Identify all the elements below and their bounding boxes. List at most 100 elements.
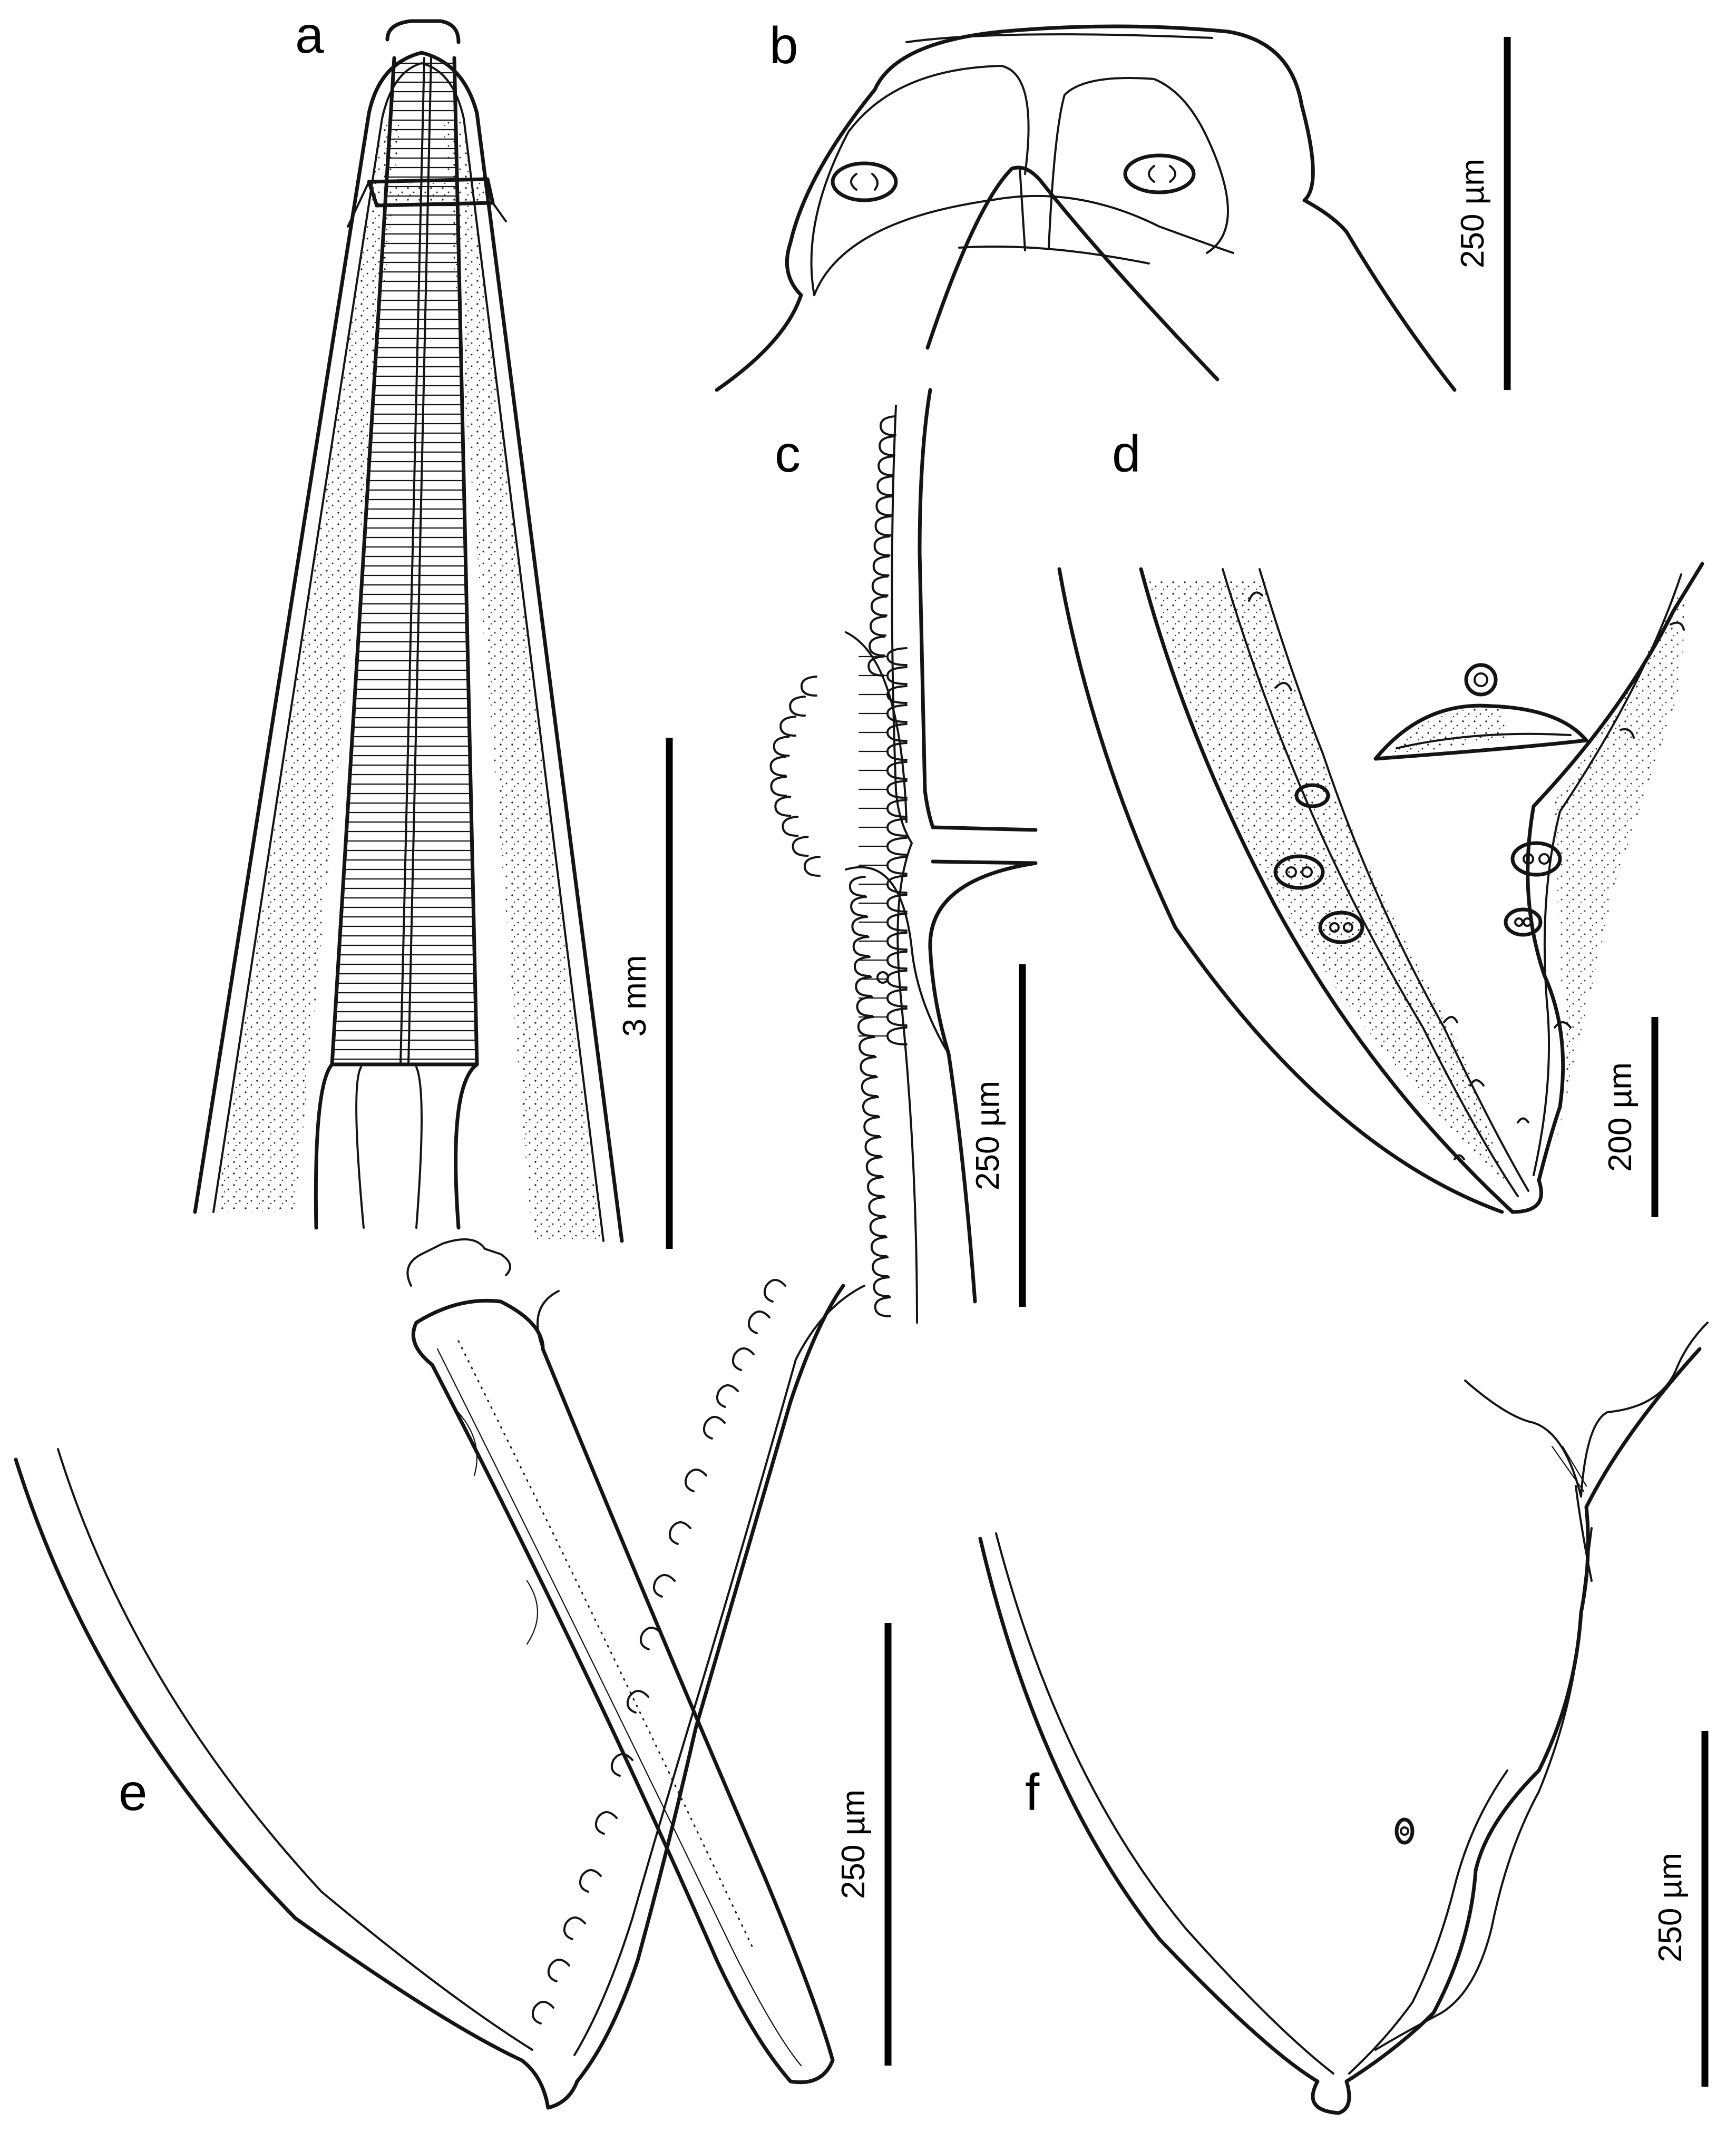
panel-a-intestine-outer — [314, 1062, 479, 1230]
panel-e-spicule-manubrium — [537, 1290, 560, 1350]
panel-c-body-wall — [918, 388, 1038, 1304]
cuticular-crest — [792, 836, 809, 857]
cuticular-crest — [779, 716, 797, 737]
panel-e-body-outline — [14, 1284, 845, 2110]
cuticular-crest — [869, 1216, 886, 1237]
panel-c-vulva-region — [769, 388, 1038, 1324]
panel-c-cuticular-crests — [769, 415, 896, 1317]
cuticular-crest — [851, 916, 869, 937]
cuticular-crest — [874, 1296, 891, 1317]
panel-f-phasmid-inner — [1400, 1826, 1409, 1836]
panel-e-spicule-ridge-1 — [436, 1348, 802, 2067]
cuticular-crest — [789, 696, 806, 717]
cuticular-crest — [867, 656, 885, 677]
panel-d-papilla-l2-pore-a — [1285, 866, 1297, 878]
panel-d-scale-label: 200 µm — [1602, 1062, 1639, 1172]
panel-d-papilla-l3-pore-b — [1343, 922, 1353, 933]
cuticular-crest — [864, 1136, 882, 1157]
caudal-papilla — [627, 1690, 649, 1714]
panel-d-stipple-right — [1555, 580, 1686, 1149]
panel-e-letter: e — [119, 1763, 148, 1821]
cuticular-crest-inner — [886, 989, 908, 1008]
cuticular-crest — [869, 635, 886, 657]
cuticular-crest — [870, 595, 887, 617]
cuticular-crest — [769, 756, 787, 777]
panel-d-papilla-l3 — [1318, 911, 1364, 944]
panel-b-median-line — [1019, 168, 1026, 251]
panel-d-papilla-l2-pore-b — [1301, 866, 1313, 878]
panel-b-lip-left — [810, 65, 1030, 296]
cuticular-crest — [872, 1256, 889, 1277]
caudal-papilla — [653, 1574, 676, 1598]
cuticular-crest — [857, 1016, 874, 1037]
panel-e-spicule — [411, 1298, 835, 2085]
cuticular-crest — [782, 816, 799, 837]
cuticular-crest — [853, 956, 871, 977]
cuticular-crest-inner — [886, 647, 908, 666]
cuticular-crest — [872, 555, 890, 576]
cuticular-crest — [868, 1196, 885, 1217]
caudal-papilla — [716, 1384, 739, 1408]
panel-d-papilla-r1 — [1510, 841, 1562, 877]
panel-d-papilla-r2 — [1504, 907, 1543, 937]
panel-f-inner-outline — [995, 1532, 1508, 2075]
panel-b-buccal-triangle — [925, 165, 1220, 382]
caudal-papilla — [563, 1916, 586, 1940]
panel-a-oesophagus-outline — [330, 56, 479, 1067]
panel-b-base-line — [958, 246, 1150, 265]
cuticular-crest — [861, 1076, 878, 1097]
panel-b-amphid-left — [831, 161, 898, 202]
cuticular-crest — [804, 856, 821, 877]
cuticular-crest — [856, 996, 873, 1017]
panel-d-cloacal-lip — [1373, 703, 1588, 761]
panel-d-papilla-l2 — [1273, 854, 1325, 890]
cuticular-crest — [774, 796, 792, 817]
panel-a-stipple-right — [443, 121, 601, 1241]
cuticular-crest — [862, 1096, 879, 1117]
cuticular-crest — [850, 896, 867, 917]
panel-f-anus-striae — [1551, 1445, 1587, 1492]
panel-a-head-cap — [385, 19, 461, 44]
caudal-papilla — [748, 1310, 771, 1334]
cuticular-crest — [800, 676, 817, 697]
panel-f-phasmid — [1394, 1817, 1415, 1845]
panel-d-papilla-r2-pore-b — [1523, 917, 1532, 927]
panel-b-amphid-right-detail — [1148, 165, 1176, 183]
panel-e-spicule-head — [406, 1238, 511, 1287]
panel-b-cephalic-extremity — [715, 24, 1457, 392]
cuticular-crest — [873, 535, 891, 556]
cuticular-crest — [873, 1276, 890, 1297]
panel-b-amphid-left-detail — [850, 173, 879, 191]
panel-d-papilla-r1-pore-a — [1523, 853, 1534, 865]
panel-b-amphid-right — [1123, 153, 1196, 194]
cuticular-crest — [867, 1176, 884, 1197]
cuticular-crest-inner — [886, 742, 908, 761]
caudal-papilla — [685, 1469, 707, 1492]
caudal-papilla — [595, 1811, 618, 1835]
cuticular-crest-inner — [886, 704, 908, 723]
panel-a-nerve-ring-fill — [372, 182, 491, 203]
cuticular-crest — [865, 1156, 883, 1177]
panel-c-letter: c — [775, 425, 801, 483]
caudal-papilla — [532, 2001, 554, 2024]
panel-f-female-tail — [978, 1322, 1709, 2115]
panel-a-body-outline-outer — [193, 51, 624, 1243]
cuticular-crest — [871, 575, 889, 596]
panel-d-papilla-r2-pore-a — [1514, 917, 1524, 927]
panel-b-letter: b — [769, 16, 798, 74]
panel-a-letter: a — [295, 6, 324, 64]
panel-b-head-outline — [715, 24, 1457, 392]
panel-d-small-papillae — [1248, 591, 1685, 1160]
panel-b-scale-label: 250 µm — [1455, 159, 1491, 268]
panel-b-internal-line — [813, 194, 1234, 296]
panel-a-scale-label: 3 mm — [617, 955, 653, 1037]
cuticular-crest — [875, 495, 893, 516]
panel-d-outer-contour — [1057, 567, 1504, 1214]
panel-f-letter: f — [1025, 1763, 1040, 1821]
panel-b-lip-right — [1048, 77, 1229, 254]
panel-c-cuticular-crests-inner — [858, 647, 908, 1045]
cuticular-crest-inner — [886, 685, 908, 704]
panel-c-scale-label: 250 µm — [970, 1081, 1006, 1190]
panel-a-nerve-ring-ties — [347, 181, 507, 228]
